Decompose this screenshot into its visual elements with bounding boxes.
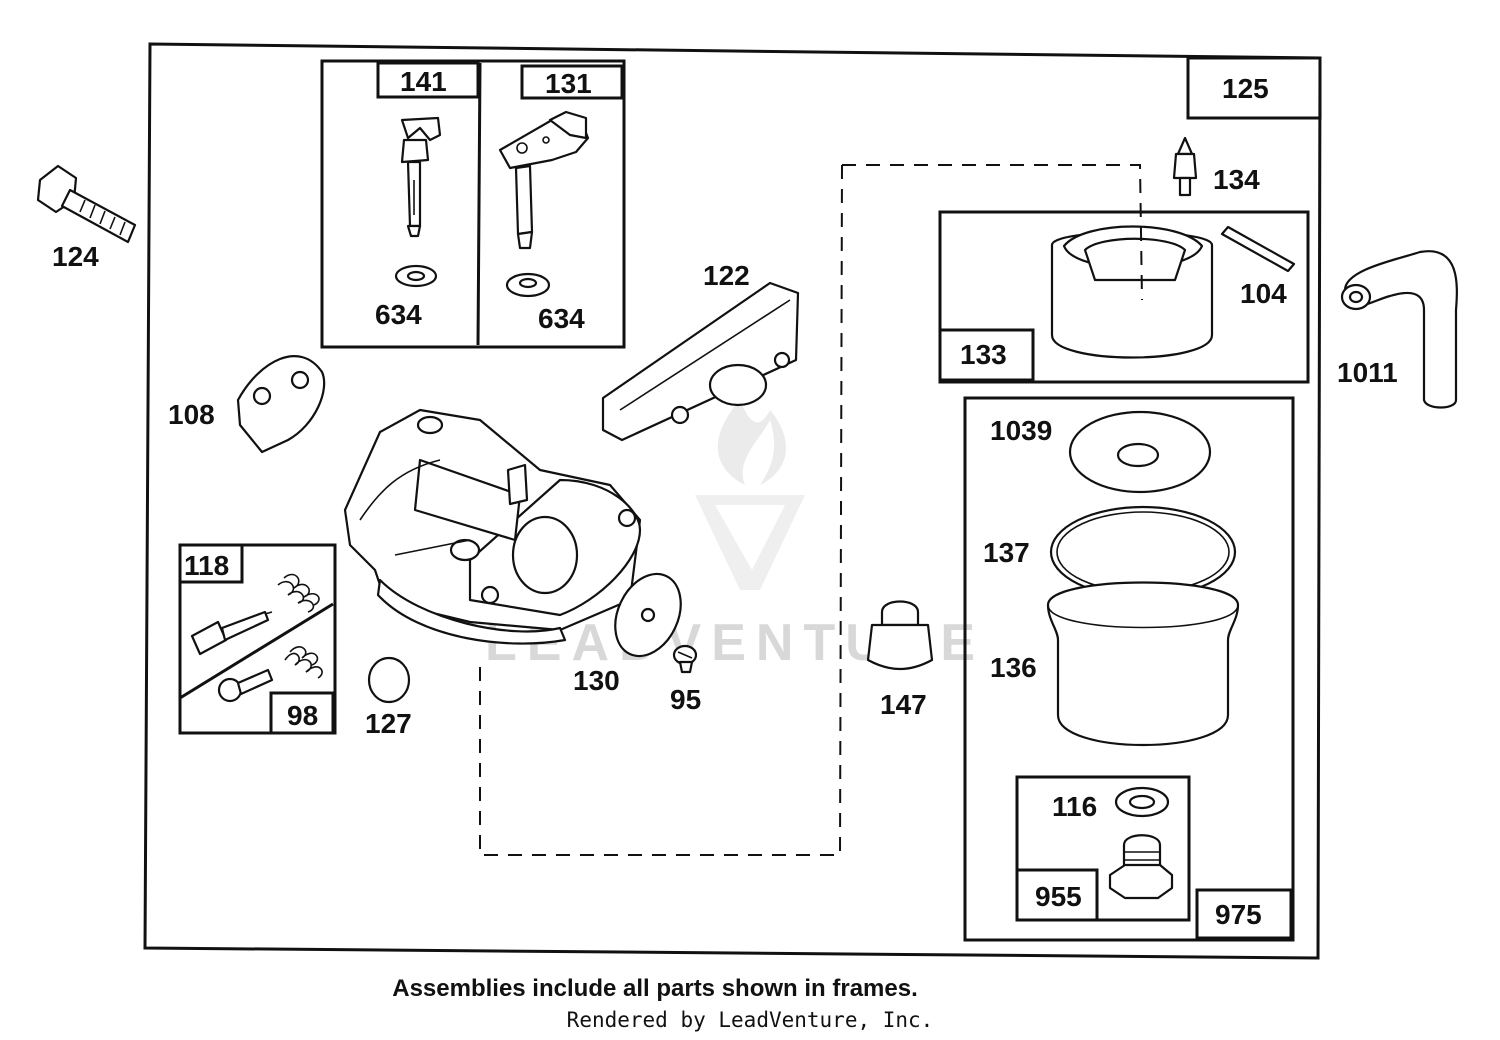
label-127: 127: [365, 708, 412, 739]
label-125: 125: [1222, 73, 1269, 104]
frame-975: [963, 396, 1295, 942]
plate-108-part: [236, 355, 326, 454]
label-98: 98: [287, 700, 318, 731]
label-141: 141: [400, 66, 447, 97]
float-part: [1050, 225, 1214, 359]
inlet-needle-part: [1172, 136, 1198, 197]
label-104: 104: [1240, 278, 1287, 309]
rendered-by-credit: Rendered by LeadVenture, Inc.: [566, 1008, 934, 1032]
fuel-line-part: [1340, 250, 1458, 409]
welch-plug-part: [367, 656, 411, 704]
outer-frame: [143, 42, 1322, 960]
spring-98-part: [284, 646, 323, 679]
tag-955-box: [1015, 868, 1099, 922]
tag-133-box: [938, 328, 1035, 382]
label-955: 955: [1035, 881, 1082, 912]
label-975: 975: [1215, 899, 1262, 930]
label-116: 116: [1052, 791, 1097, 822]
label-137: 137: [983, 537, 1030, 568]
carburetor-body-part: [343, 408, 642, 645]
frame-955: [1015, 775, 1191, 922]
assemblies-caption: Assemblies include all parts shown in fr…: [392, 975, 918, 1002]
label-136: 136: [990, 652, 1037, 683]
mixture-screw-part: [190, 610, 273, 656]
bowl-nut-part: [1108, 834, 1174, 900]
label-634a: 634: [375, 299, 422, 330]
tag-125-box: [1186, 56, 1322, 120]
label-1011: 1011: [1337, 357, 1398, 388]
tag-975-box: [1195, 888, 1293, 940]
hinge-pin-part: [1220, 225, 1296, 273]
tag-98-box: [269, 691, 335, 735]
throttle-plate-part: [614, 572, 682, 658]
label-122: 122: [703, 260, 750, 291]
bolt-124-part: [36, 164, 137, 244]
tag-141-box: [376, 61, 480, 99]
gasket-122-part: [601, 281, 800, 442]
watermark-logo: [695, 400, 805, 590]
frame-133: [938, 210, 1310, 384]
label-147: 147: [880, 689, 927, 720]
label-634b: 634: [538, 303, 585, 334]
label-1039: 1039: [990, 415, 1052, 446]
main-jet-part: [866, 600, 934, 670]
label-118: 118: [184, 550, 229, 581]
tag-118-box: [178, 543, 244, 584]
bowl-gasket-1039-part: [1068, 410, 1212, 494]
choke-shaft-part: [498, 110, 590, 250]
label-133: 133: [960, 339, 1007, 370]
label-134: 134: [1213, 164, 1260, 195]
idle-screw-part: [217, 668, 274, 703]
tag-131-box: [520, 64, 624, 100]
screw-95-part: [672, 644, 698, 674]
spring-118-part: [277, 573, 320, 613]
label-130: 130: [573, 665, 620, 696]
throttle-shaft-part: [400, 116, 442, 238]
fuel-bowl-connection-line: [479, 164, 1143, 856]
label-124: 124: [52, 241, 99, 272]
label-131: 131: [545, 68, 592, 99]
label-95: 95: [670, 684, 701, 715]
frame-141-131: [320, 59, 626, 349]
washer-116-part: [1114, 786, 1170, 818]
fuel-bowl-136-part: [1046, 581, 1240, 747]
frame-118-98: [178, 543, 337, 735]
label-108: 108: [168, 399, 215, 430]
